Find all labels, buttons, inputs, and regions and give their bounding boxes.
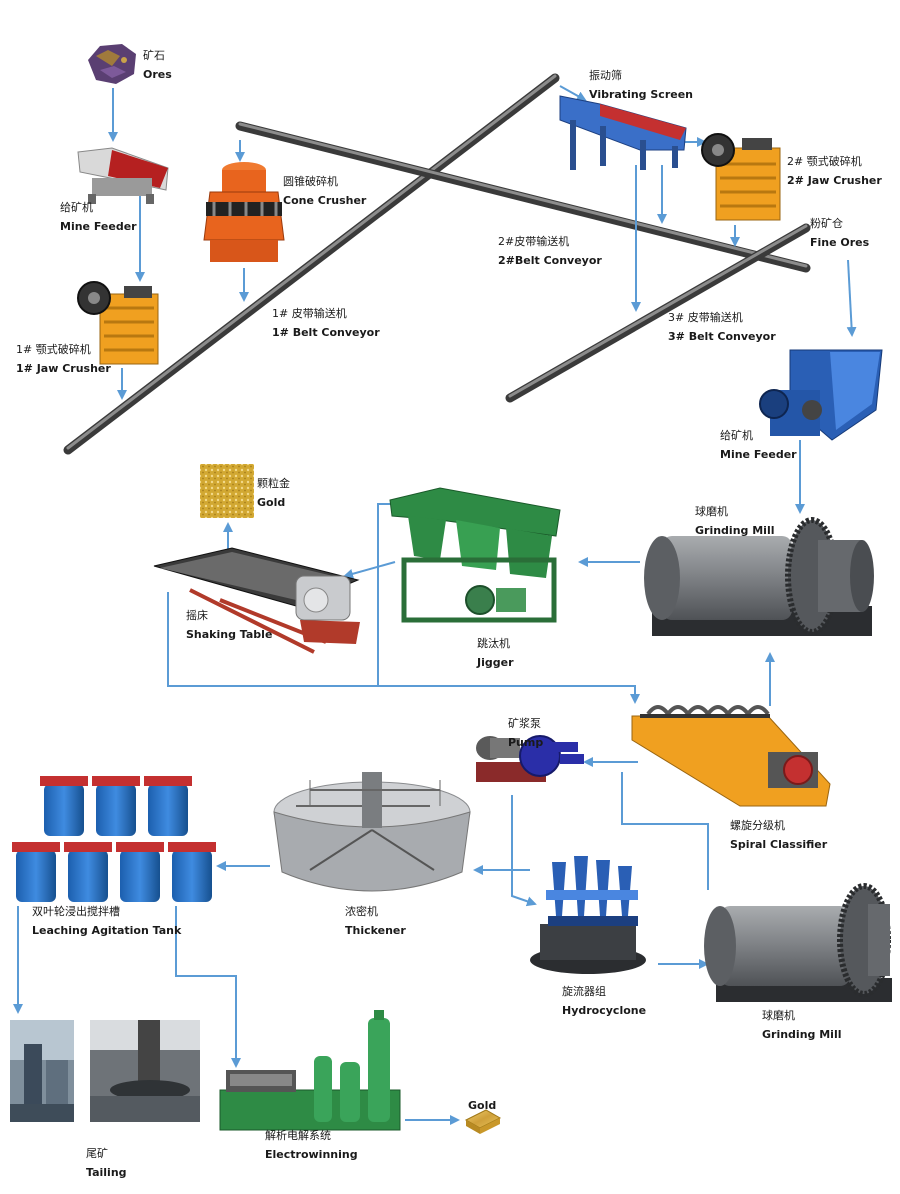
label-vibrating-screen: 振动筛 Vibrating Screen	[589, 66, 693, 104]
label-mine-feeder-2-cn: 给矿机	[720, 429, 753, 442]
label-grinding-mill-2-en: Grinding Mill	[762, 1028, 842, 1041]
spiral-classifier-icon	[631, 705, 831, 807]
label-thickener-en: Thickener	[345, 924, 406, 937]
feeder-hopper-icon	[759, 349, 883, 441]
ore-rock-icon	[88, 44, 136, 84]
label-shaking-table-cn: 摇床	[186, 609, 208, 622]
label-vibrating-screen-en: Vibrating Screen	[589, 88, 693, 101]
jigger-icon	[389, 487, 561, 623]
belt-conveyor-1	[63, 73, 560, 455]
label-gold-granules: 颗粒金 Gold	[257, 474, 290, 512]
label-belt-conveyor-3-en: 3# Belt Conveyor	[668, 330, 776, 343]
label-mine-feeder-1-cn: 给矿机	[60, 201, 93, 214]
label-hydrocyclone: 旋流器组 Hydrocyclone	[562, 982, 646, 1020]
label-grinding-mill-2: 球磨机 Grinding Mill	[762, 1006, 842, 1044]
thickener-icon	[273, 772, 471, 892]
label-belt-conveyor-1-cn: 1# 皮带输送机	[272, 307, 347, 320]
hydrocyclone-icon	[530, 856, 646, 974]
label-thickener-cn: 浓密机	[345, 905, 378, 918]
label-fine-ores-en: Fine Ores	[810, 236, 870, 249]
label-tailing-en: Tailing	[86, 1166, 127, 1179]
grinding-mill-2-icon	[704, 883, 892, 1002]
label-jaw-crusher-1-cn: 1# 颚式破碎机	[16, 343, 91, 356]
label-shaking-table-en: Shaking Table	[186, 628, 273, 641]
electrowinning-icon	[219, 1010, 401, 1131]
cone-crusher-icon	[203, 162, 285, 262]
label-cone-crusher: 圆锥破碎机 Cone Crusher	[283, 172, 366, 210]
shaking-table-icon	[153, 547, 360, 654]
belt-conveyor-3	[505, 223, 811, 403]
label-jigger-en: Jigger	[477, 656, 514, 669]
label-ores-en: Ores	[143, 68, 172, 81]
label-grinding-mill-1: 球磨机 Grinding Mill	[695, 502, 775, 540]
label-gold-granules-en: Gold	[257, 496, 286, 509]
label-belt-conveyor-1-en: 1# Belt Conveyor	[272, 326, 380, 339]
label-leaching-tank: 双叶轮浸出搅拌槽 Leaching Agitation Tank	[32, 902, 181, 940]
label-fine-ores-cn: 粉矿仓	[810, 217, 843, 230]
label-pump: 矿浆泵 Pump	[508, 714, 543, 752]
gold-bar-icon	[464, 1109, 502, 1134]
label-mine-feeder-2-en: Mine Feeder	[720, 448, 797, 461]
label-ores: 矿石 Ores	[143, 46, 172, 84]
label-belt-conveyor-3: 3# 皮带输送机 3# Belt Conveyor	[668, 308, 776, 346]
label-mine-feeder-1: 给矿机 Mine Feeder	[60, 198, 137, 236]
label-spiral-classifier-en: Spiral Classifier	[730, 838, 828, 851]
label-grinding-mill-2-cn: 球磨机	[762, 1009, 795, 1022]
label-mine-feeder-1-en: Mine Feeder	[60, 220, 137, 233]
label-jaw-crusher-2-cn: 2# 颚式破碎机	[787, 155, 862, 168]
label-belt-conveyor-2-cn: 2#皮带输送机	[498, 235, 570, 248]
label-hydrocyclone-en: Hydrocyclone	[562, 1004, 647, 1017]
label-jaw-crusher-2-en: 2# Jaw Crusher	[787, 174, 882, 187]
label-tailing: 尾矿 Tailing	[86, 1144, 127, 1182]
belt-conveyor-2	[235, 121, 811, 273]
label-jaw-crusher-1-en: 1# Jaw Crusher	[16, 362, 111, 375]
slurry-pump-icon	[476, 735, 584, 782]
flow-arrows	[13, 85, 857, 1125]
label-belt-conveyor-3-cn: 3# 皮带输送机	[668, 311, 743, 324]
label-gold-granules-cn: 颗粒金	[257, 477, 290, 490]
vibrating-feeder-icon	[77, 147, 169, 204]
label-electrowinning-en: Electrowinning	[265, 1148, 358, 1161]
label-shaking-table: 摇床 Shaking Table	[186, 606, 272, 644]
label-jigger-cn: 跳汰机	[477, 637, 510, 650]
label-belt-conveyor-2: 2#皮带输送机 2#Belt Conveyor	[498, 232, 602, 270]
tailing-photos	[10, 1020, 200, 1122]
label-fine-ores: 粉矿仓 Fine Ores	[810, 214, 869, 252]
label-belt-conveyor-1: 1# 皮带输送机 1# Belt Conveyor	[272, 304, 380, 342]
label-electrowinning-cn: 解析电解系统	[265, 1129, 331, 1142]
label-cone-crusher-en: Cone Crusher	[283, 194, 367, 207]
leaching-tanks-icon	[12, 776, 216, 902]
label-electrowinning: 解析电解系统 Electrowinning	[265, 1126, 358, 1164]
label-spiral-classifier-cn: 螺旋分级机	[730, 819, 785, 832]
label-jigger: 跳汰机 Jigger	[477, 634, 514, 672]
label-jaw-crusher-1: 1# 颚式破碎机 1# Jaw Crusher	[16, 340, 111, 378]
label-pump-cn: 矿浆泵	[508, 717, 541, 730]
label-thickener: 浓密机 Thickener	[345, 902, 406, 940]
label-cone-crusher-cn: 圆锥破碎机	[283, 175, 338, 188]
jaw-crusher-1-icon	[77, 281, 159, 365]
label-jaw-crusher-2: 2# 颚式破碎机 2# Jaw Crusher	[787, 152, 882, 190]
gold-granules-icon	[200, 464, 254, 518]
label-grinding-mill-1-en: Grinding Mill	[695, 524, 775, 537]
vibrating-screen-icon	[559, 95, 687, 170]
label-leaching-tank-en: Leaching Agitation Tank	[32, 924, 182, 937]
label-spiral-classifier: 螺旋分级机 Spiral Classifier	[730, 816, 827, 854]
label-ores-cn: 矿石	[143, 49, 165, 62]
label-gold-bar-en: Gold	[468, 1099, 497, 1112]
label-tailing-cn: 尾矿	[86, 1147, 108, 1160]
label-pump-en: Pump	[508, 736, 544, 749]
label-leaching-tank-cn: 双叶轮浸出搅拌槽	[32, 905, 120, 918]
label-hydrocyclone-cn: 旋流器组	[562, 985, 606, 998]
grinding-mill-1-icon	[644, 517, 874, 636]
label-vibrating-screen-cn: 振动筛	[589, 69, 622, 82]
label-grinding-mill-1-cn: 球磨机	[695, 505, 728, 518]
jaw-crusher-2-icon	[701, 133, 781, 221]
label-mine-feeder-2: 给矿机 Mine Feeder	[720, 426, 797, 464]
label-gold-bar: Gold	[468, 1096, 496, 1115]
label-belt-conveyor-2-en: 2#Belt Conveyor	[498, 254, 602, 267]
